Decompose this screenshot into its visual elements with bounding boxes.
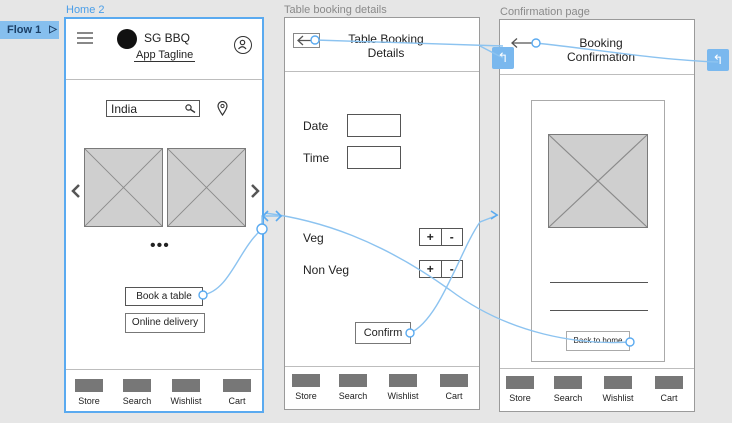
store-icon bbox=[292, 374, 320, 387]
nav-cart-label: Cart bbox=[445, 391, 463, 401]
nav-wishlist[interactable]: Wishlist bbox=[372, 374, 434, 401]
nav-wishlist-label: Wishlist bbox=[170, 396, 202, 406]
nav-wishlist[interactable]: Wishlist bbox=[155, 379, 217, 406]
confirmation-page-title: Booking Confirmation bbox=[566, 36, 636, 64]
confirmation-card: Back to home bbox=[531, 100, 665, 362]
header-divider bbox=[500, 74, 694, 75]
back-to-home-button[interactable]: Back to home bbox=[566, 331, 630, 351]
date-label: Date bbox=[303, 119, 329, 133]
nav-search[interactable]: Search bbox=[322, 374, 384, 401]
detail-line bbox=[550, 310, 648, 311]
nav-store-label: Store bbox=[509, 393, 531, 403]
nav-wishlist[interactable]: Wishlist bbox=[587, 376, 649, 403]
veg-minus-button[interactable]: - bbox=[449, 230, 454, 244]
back-link-badge-confirm[interactable]: ↰ bbox=[707, 49, 729, 71]
frame-title-booking[interactable]: Table booking details bbox=[284, 4, 387, 16]
link-home-to-booking bbox=[261, 215, 282, 229]
nonveg-label: Non Veg bbox=[303, 263, 350, 277]
nav-store[interactable]: Store bbox=[489, 376, 551, 403]
carousel-image-placeholder[interactable] bbox=[167, 148, 246, 227]
nav-search-label: Search bbox=[338, 391, 368, 401]
nav-search[interactable]: Search bbox=[106, 379, 168, 406]
nav-store[interactable]: Store bbox=[275, 374, 337, 401]
time-label: Time bbox=[303, 151, 330, 165]
frame-title-confirm[interactable]: Confirmation page bbox=[500, 6, 590, 18]
back-arrow-icon[interactable] bbox=[293, 33, 320, 48]
veg-plus-button[interactable]: + bbox=[420, 229, 442, 245]
nonveg-minus-button[interactable]: - bbox=[449, 262, 454, 276]
app-tagline: App Tagline bbox=[134, 49, 196, 62]
booking-page-title: Table Booking Details bbox=[348, 32, 424, 60]
back-link-badge-booking[interactable]: ↰ bbox=[492, 47, 514, 69]
location-pin-icon[interactable] bbox=[217, 101, 228, 116]
nav-wishlist-label: Wishlist bbox=[602, 393, 634, 403]
veg-label: Veg bbox=[303, 231, 324, 245]
header-divider bbox=[285, 71, 479, 72]
home-screen[interactable]: SG BBQ App Tagline India ••• Book a tabl… bbox=[64, 17, 264, 413]
veg-quantity-stepper[interactable]: + - bbox=[419, 228, 463, 246]
back-arrow-icon[interactable] bbox=[508, 37, 534, 49]
user-edit-icon[interactable] bbox=[234, 36, 252, 54]
wishlist-icon bbox=[172, 379, 200, 392]
carousel-image-placeholder[interactable] bbox=[84, 148, 163, 227]
nav-wishlist-label: Wishlist bbox=[387, 391, 419, 401]
nav-cart[interactable]: Cart bbox=[423, 374, 485, 401]
frame-title-home[interactable]: Home 2 bbox=[66, 4, 105, 16]
flow-label: Flow 1 bbox=[7, 24, 42, 36]
cart-icon bbox=[223, 379, 251, 392]
play-icon: ▷ bbox=[49, 24, 57, 35]
cart-icon bbox=[655, 376, 683, 389]
nav-cart-label: Cart bbox=[228, 396, 246, 406]
nav-search-label: Search bbox=[553, 393, 583, 403]
header-divider bbox=[66, 79, 262, 80]
book-table-button[interactable]: Book a table bbox=[125, 287, 203, 306]
confirmation-screen[interactable]: Booking Confirmation Back to home Store … bbox=[499, 19, 695, 412]
nav-search-label: Search bbox=[122, 396, 152, 406]
nav-cart[interactable]: Cart bbox=[206, 379, 268, 406]
link-arrowhead bbox=[275, 210, 283, 222]
reply-arrow-icon: ↰ bbox=[712, 52, 724, 67]
bottom-nav-divider bbox=[285, 366, 479, 367]
nonveg-plus-button[interactable]: + bbox=[420, 261, 442, 277]
detail-line bbox=[550, 282, 648, 283]
store-icon bbox=[506, 376, 534, 389]
chevron-left-icon[interactable] bbox=[71, 184, 81, 198]
nav-store-label: Store bbox=[78, 396, 100, 406]
nav-store-label: Store bbox=[295, 391, 317, 401]
nav-search[interactable]: Search bbox=[537, 376, 599, 403]
link-arrowhead bbox=[490, 210, 499, 220]
bottom-nav-divider bbox=[500, 368, 694, 369]
search-nav-icon bbox=[339, 374, 367, 387]
brand-logo bbox=[117, 29, 137, 49]
cart-icon bbox=[440, 374, 468, 387]
online-delivery-button[interactable]: Online delivery bbox=[125, 313, 205, 333]
date-input[interactable] bbox=[347, 114, 401, 137]
wishlist-icon bbox=[389, 374, 417, 387]
nav-store[interactable]: Store bbox=[58, 379, 120, 406]
location-value: India bbox=[111, 102, 138, 116]
wishlist-icon bbox=[604, 376, 632, 389]
store-icon bbox=[75, 379, 103, 392]
nonveg-quantity-stepper[interactable]: + - bbox=[419, 260, 463, 278]
time-input[interactable] bbox=[347, 146, 401, 169]
bottom-nav-divider bbox=[66, 369, 262, 370]
hamburger-icon[interactable] bbox=[77, 32, 93, 44]
flow-1-tag[interactable]: Flow 1 ▷ bbox=[0, 21, 59, 39]
search-icon[interactable] bbox=[185, 104, 196, 114]
confirmation-image-placeholder bbox=[548, 134, 648, 228]
search-nav-icon bbox=[554, 376, 582, 389]
brand-name: SG BBQ bbox=[144, 31, 191, 45]
nav-cart-label: Cart bbox=[660, 393, 678, 403]
nav-cart[interactable]: Cart bbox=[638, 376, 700, 403]
confirm-button[interactable]: Confirm bbox=[355, 322, 411, 344]
reply-arrow-icon: ↰ bbox=[497, 50, 509, 65]
booking-screen[interactable]: Table Booking Details Date Time Veg + - … bbox=[284, 17, 480, 410]
search-nav-icon bbox=[123, 379, 151, 392]
carousel-dots[interactable]: ••• bbox=[150, 237, 170, 254]
chevron-right-icon[interactable] bbox=[250, 184, 260, 198]
location-search-input[interactable]: India bbox=[106, 100, 200, 117]
